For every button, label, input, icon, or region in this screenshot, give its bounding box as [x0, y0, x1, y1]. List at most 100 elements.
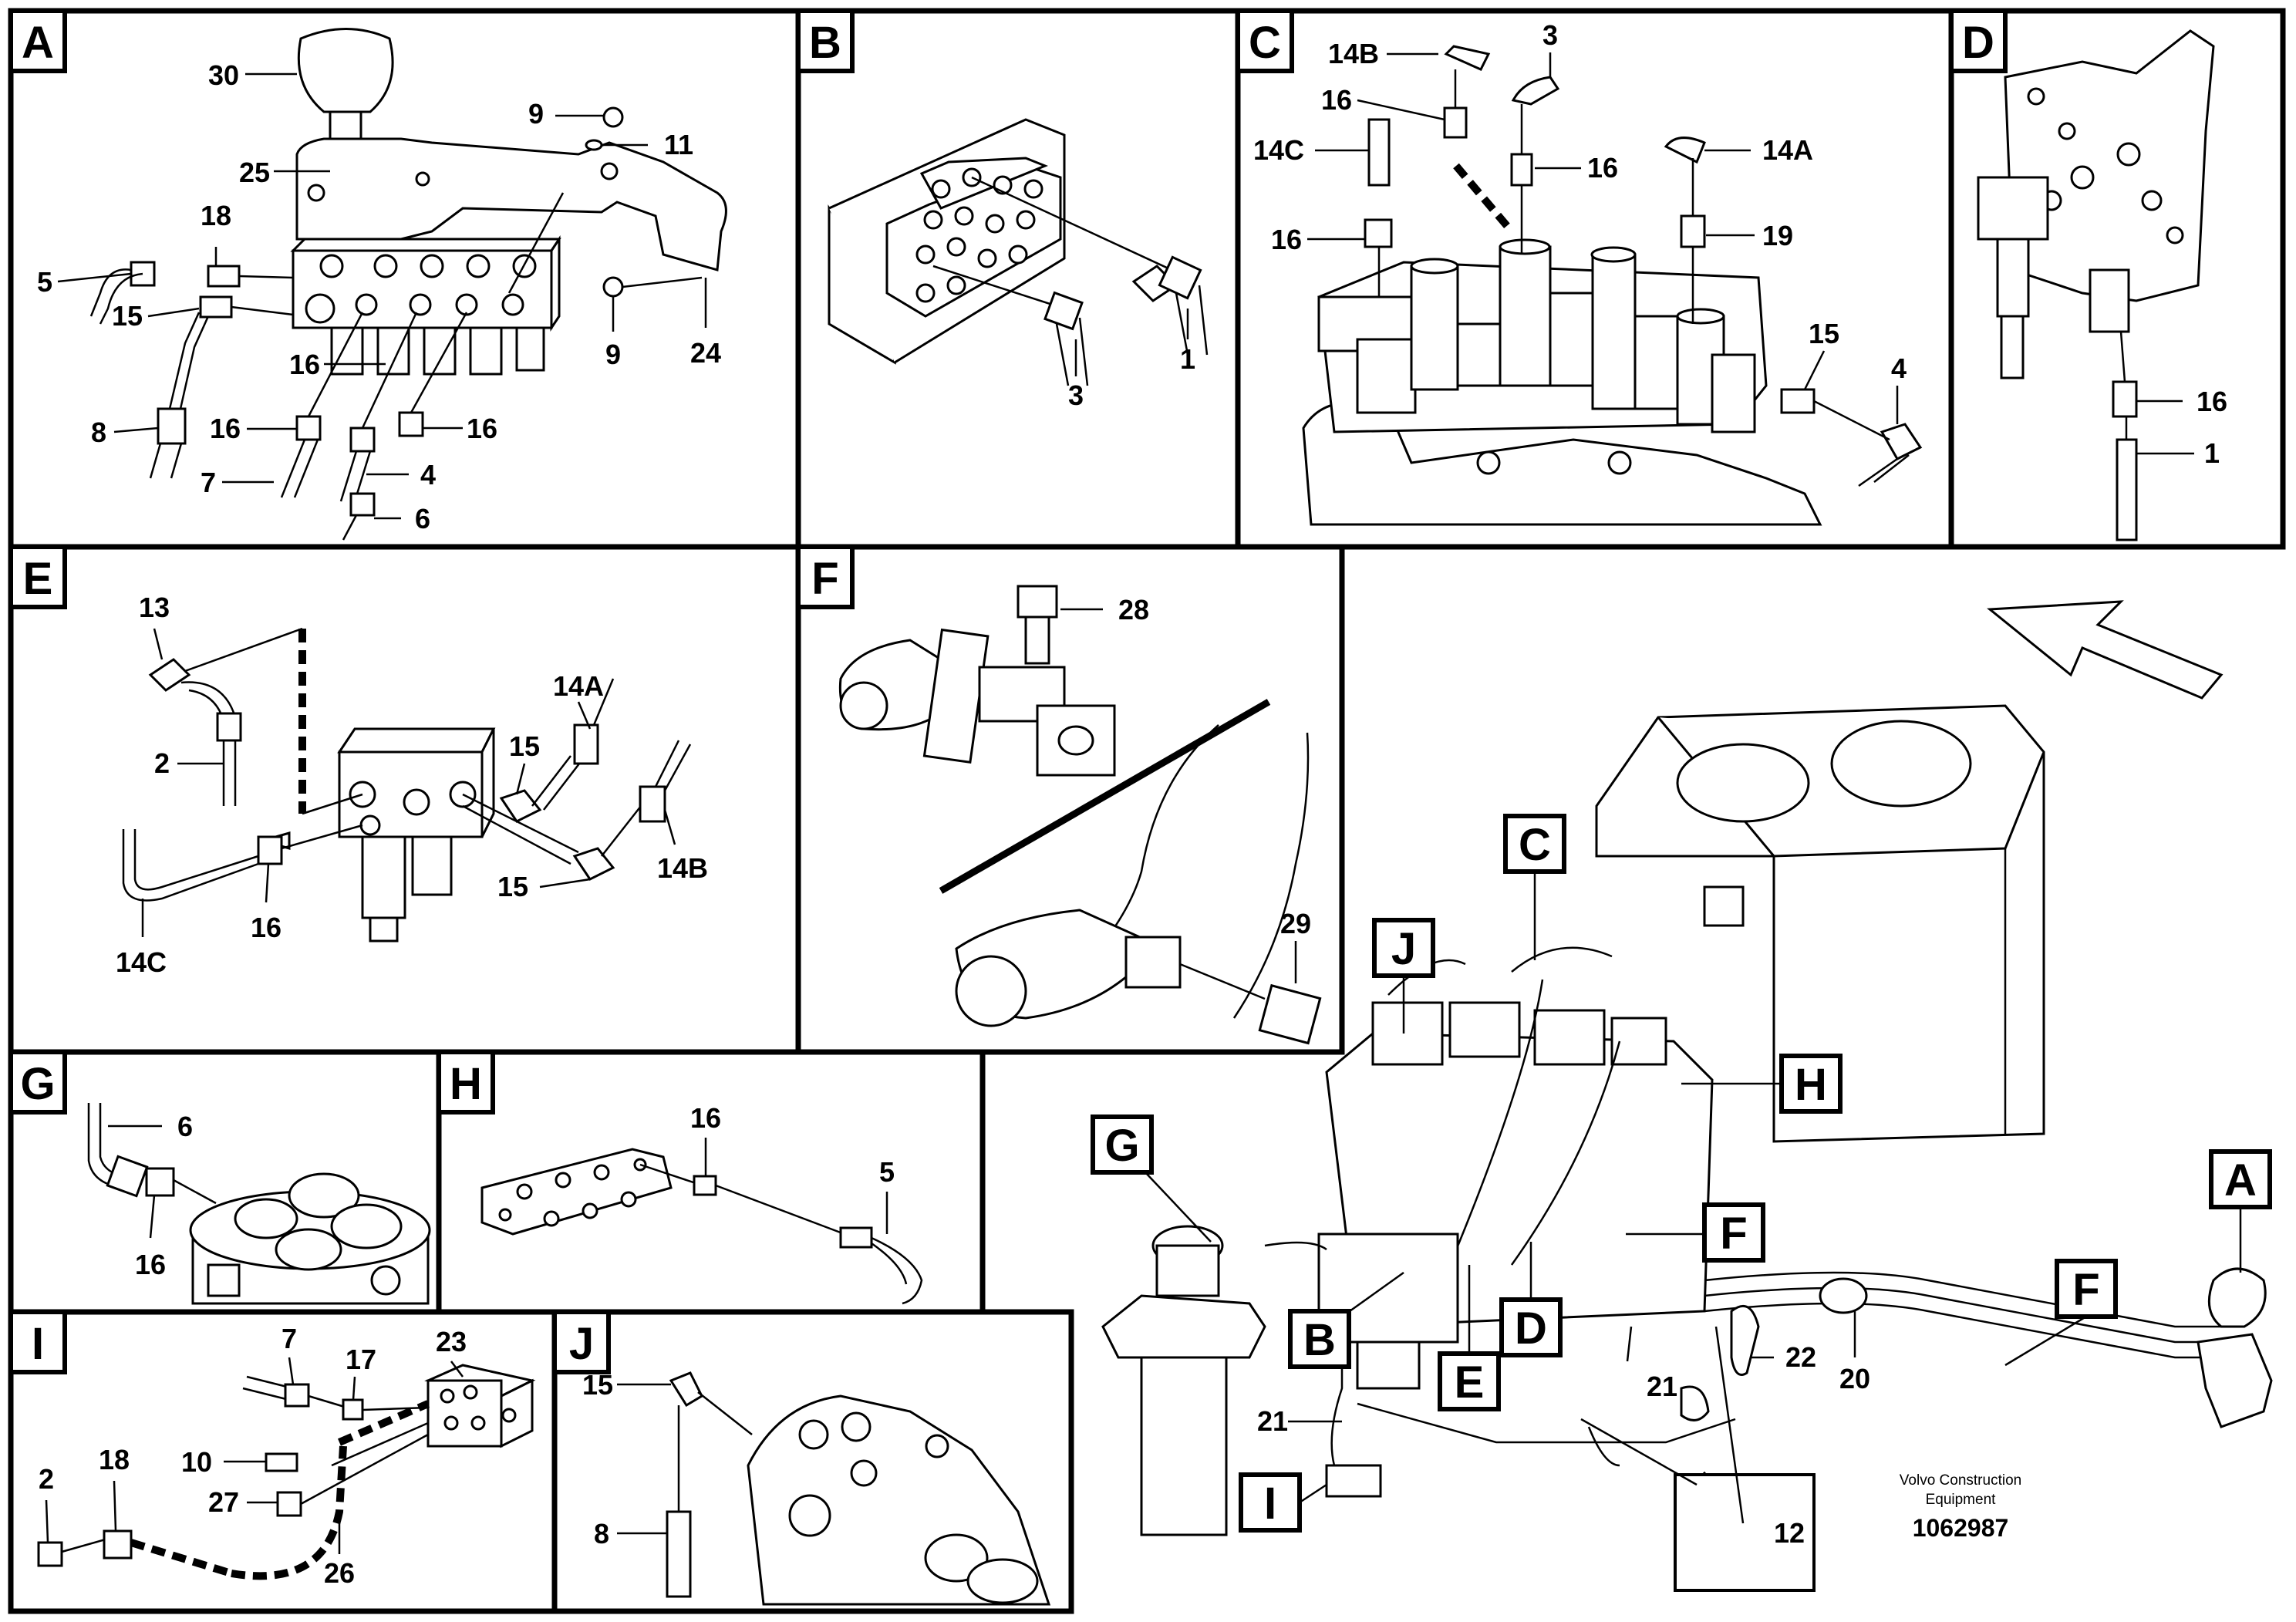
- panel-f-label: F: [811, 554, 838, 604]
- panel-f-callouts: 28 29: [1060, 594, 1311, 983]
- panel-i-callouts: 7 17 23 18 2 10 27 26: [39, 1323, 467, 1589]
- callout-a-5: 5: [37, 266, 52, 298]
- direction-arrow: [1987, 600, 2224, 700]
- callout-c-16-left: 16: [1271, 224, 1302, 255]
- callout-a-16-left: 16: [210, 413, 241, 444]
- callout-c-16-mid: 16: [1587, 152, 1618, 184]
- callout-g-6: 6: [177, 1111, 193, 1142]
- callout-e-15-upper: 15: [509, 730, 540, 762]
- callout-a-30: 30: [208, 59, 239, 91]
- overview-label-d: D: [1515, 1303, 1547, 1354]
- callout-c-16-top: 16: [1321, 84, 1352, 116]
- overview-label-a: A: [2224, 1155, 2257, 1206]
- overview-label-c: C: [1519, 820, 1551, 870]
- callout-a-11: 11: [664, 129, 693, 160]
- panel-i-label: I: [32, 1319, 44, 1369]
- overview-label-b: B: [1303, 1315, 1336, 1365]
- panel-g-callouts: 6 16: [108, 1111, 193, 1280]
- overview-callout-21-right: 21: [1647, 1371, 1677, 1402]
- callout-d-16: 16: [2197, 386, 2227, 417]
- panel-g-drawing: [87, 1103, 431, 1305]
- callout-f-28: 28: [1118, 594, 1149, 626]
- callout-a-7: 7: [201, 467, 216, 498]
- panel-j-label: J: [569, 1319, 594, 1369]
- credit-line-2: Equipment: [1926, 1492, 1997, 1508]
- callout-e-14a: 14A: [553, 670, 604, 702]
- callout-i-27: 27: [208, 1486, 239, 1518]
- panel-d-drawing: [1977, 29, 2215, 541]
- panel-e-callouts: 13 2 14A 15 15 14B 16 14C: [116, 592, 708, 978]
- overview-label-g: G: [1104, 1121, 1139, 1171]
- document-number: 1062987: [1913, 1514, 2009, 1542]
- overview-label-i: I: [1264, 1479, 1276, 1529]
- panel-j-callouts: 15 8: [582, 1369, 671, 1549]
- callout-a-9-bottom: 9: [605, 339, 621, 370]
- callout-a-15: 15: [112, 300, 143, 332]
- callout-a-16-upper: 16: [289, 349, 320, 380]
- callout-c-15: 15: [1809, 318, 1839, 349]
- panel-e-label: E: [23, 554, 53, 604]
- panel-h-label: H: [450, 1059, 482, 1109]
- overview-label-e: E: [1455, 1357, 1485, 1408]
- callout-c-14b: 14B: [1328, 38, 1379, 69]
- callout-f-29: 29: [1280, 908, 1311, 939]
- panel-f-drawing: [838, 585, 1322, 1045]
- callout-c-14a: 14A: [1762, 134, 1813, 166]
- panel-d-label: D: [1962, 18, 1994, 68]
- panel-a-drawing: [89, 28, 727, 541]
- callout-i-26: 26: [324, 1557, 355, 1589]
- callout-j-8: 8: [594, 1518, 609, 1549]
- callout-h-5: 5: [879, 1156, 895, 1188]
- panel-h-drawing: [480, 1148, 923, 1305]
- callout-i-2: 2: [39, 1463, 54, 1495]
- callout-b-1: 1: [1180, 343, 1195, 375]
- overview-callout-22: 22: [1785, 1341, 1816, 1373]
- callout-a-24: 24: [690, 337, 721, 369]
- callout-e-16: 16: [251, 912, 282, 943]
- callout-a-25: 25: [239, 157, 270, 188]
- overview-callouts: 21 21 22 20 12: [1257, 1311, 1870, 1592]
- panel-h-callouts: 16 5: [690, 1102, 895, 1234]
- panel-d-callouts: 16 1: [2136, 386, 2227, 469]
- callout-i-23: 23: [436, 1326, 467, 1357]
- callout-c-19: 19: [1762, 220, 1793, 251]
- callout-b-3: 3: [1068, 379, 1084, 411]
- panel-i-drawing: [37, 1364, 536, 1580]
- panel-frames: [8, 8, 2286, 1614]
- panel-b-label: B: [809, 18, 841, 68]
- callout-e-14b: 14B: [657, 852, 708, 884]
- callout-a-4: 4: [420, 459, 436, 491]
- callout-e-2: 2: [154, 747, 170, 779]
- overview-callout-21-left: 21: [1257, 1405, 1288, 1437]
- callout-i-7: 7: [282, 1323, 297, 1354]
- callout-e-13: 13: [139, 592, 170, 623]
- callout-h-16: 16: [690, 1102, 721, 1134]
- panel-b-callouts: 1 3: [1068, 309, 1195, 411]
- callout-a-8: 8: [91, 416, 106, 448]
- overview-label-f-mid: F: [1720, 1209, 1747, 1259]
- panel-c-label: C: [1249, 18, 1281, 68]
- credit-block: Volvo Construction Equipment 1062987: [1900, 1472, 2021, 1542]
- callout-c-3: 3: [1542, 19, 1558, 51]
- callout-a-9-top: 9: [528, 98, 544, 130]
- panel-j-drawing: [666, 1371, 1051, 1606]
- overview-callout-12: 12: [1774, 1517, 1805, 1549]
- overview-labels: C J H G F A F B D E I: [1091, 814, 2272, 1533]
- callout-a-16-right: 16: [467, 413, 497, 444]
- panel-a-callouts: 30 25 9 11 18 5 15 8 16 16 7 16 4 6 9 24: [37, 59, 721, 534]
- callout-g-16: 16: [135, 1249, 166, 1280]
- callout-j-15: 15: [582, 1369, 613, 1401]
- credit-line-1: Volvo Construction: [1900, 1472, 2021, 1489]
- callout-a-18: 18: [201, 200, 231, 231]
- panel-a-label: A: [22, 18, 54, 68]
- callout-i-18: 18: [99, 1444, 130, 1475]
- panel-e-drawing: [122, 627, 692, 943]
- overview-label-h: H: [1795, 1060, 1827, 1110]
- callout-i-10: 10: [181, 1446, 212, 1478]
- callout-c-4: 4: [1891, 352, 1907, 384]
- callout-a-6: 6: [415, 503, 430, 534]
- callout-e-14c: 14C: [116, 946, 167, 978]
- panel-g-label: G: [20, 1059, 55, 1109]
- callout-e-15-lower: 15: [497, 871, 528, 902]
